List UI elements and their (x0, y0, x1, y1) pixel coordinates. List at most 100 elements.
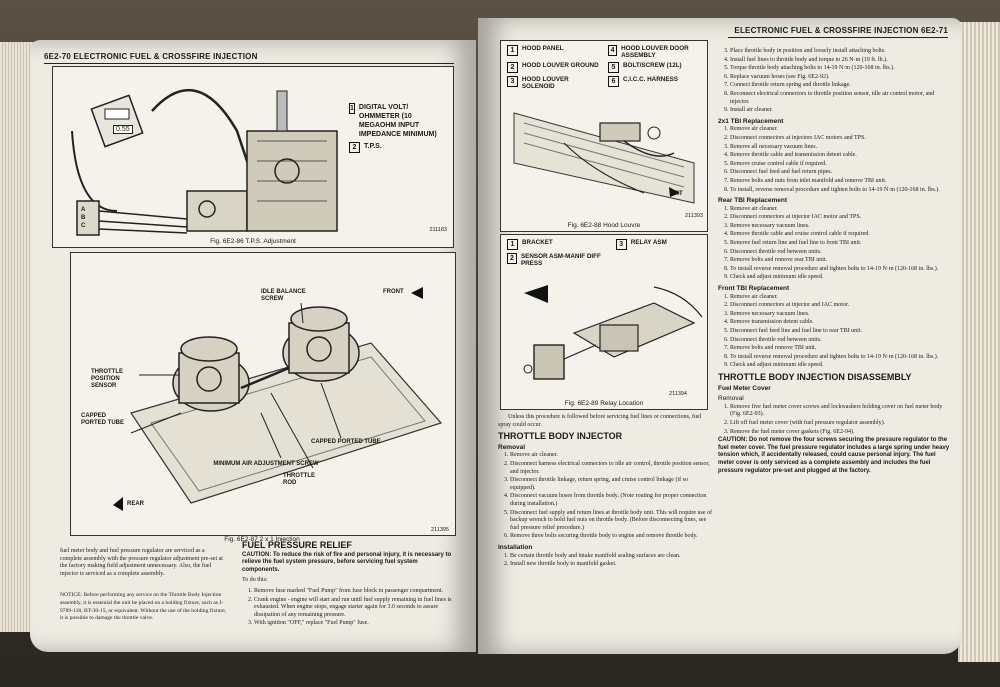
legend-label: HOOD LOUVER DOOR ASSEMBLY (621, 45, 689, 59)
left-page-header: 6E2-70 ELECTRONIC FUEL & CROSSFIRE INJEC… (44, 52, 454, 64)
relay-drawing (523, 285, 703, 380)
legend-label: RELAY ASM (630, 239, 667, 246)
caution-text: CAUTION: To reduce the risk of fire and … (242, 551, 452, 573)
legend-label: SENSOR ASM-MANIF DIFF PRESS (520, 253, 601, 267)
step-item: Be certain throttle body and intake mani… (510, 553, 714, 561)
legend-label: C.I.C.C. HARNESS (623, 76, 678, 83)
figure-number: 211393 (685, 213, 703, 219)
step-item: Remove air cleaner. (730, 206, 950, 214)
step-item: Remove air cleaner. (510, 452, 714, 460)
step-item: Lift off fuel meter cover (with fuel pre… (730, 420, 950, 428)
unless-paragraph: Unless this procedure is followed before… (498, 414, 702, 428)
step-item: Remove throttle cable and transmission d… (730, 152, 950, 160)
step-item: Remove fuel return line and fuel line to… (730, 240, 950, 248)
section-title: THROTTLE BODY INJECTION DISASSEMBLY (718, 371, 912, 382)
left-page: 6E2-70 ELECTRONIC FUEL & CROSSFIRE INJEC… (30, 40, 476, 652)
figure-caption: Fig. 6E2-87 2 x 1 Injection (224, 536, 300, 543)
legend-number: 1 (507, 239, 518, 250)
right-page: ELECTRONIC FUEL & CROSSFIRE INJECTION 6E… (478, 18, 962, 654)
step-item: Remove throttle cable and cruise control… (730, 231, 950, 239)
right-column-text: Place throttle body in position and loos… (718, 48, 950, 478)
step-item: Install air cleaner. (730, 107, 950, 115)
fuel-meter-paragraph: fuel meter body and fuel pressure regula… (60, 548, 223, 577)
step-item: Disconnect connectors at injectors IAC m… (730, 135, 950, 143)
rear-label: REAR (127, 501, 145, 507)
figure-number: 211394 (669, 391, 687, 397)
step-item: Remove three bolts securing throttle bod… (510, 533, 714, 541)
left-column-text: fuel meter body and fuel pressure regula… (60, 548, 228, 626)
capped-ported-tube-left-label: CAPPED PORTED TUBE (81, 413, 125, 426)
step-item: Disconnect harness electrical connectors… (510, 461, 714, 476)
legend-label: BOLT/SCREW (12L) (623, 62, 682, 69)
step-item: Remove air cleaner. (730, 294, 950, 302)
hood-louvre-drawing (513, 112, 695, 204)
throttle-position-sensor-label: THROTTLE POSITION SENSOR (91, 369, 123, 389)
legend-label: HOOD LOUVER SOLENOID (521, 76, 569, 90)
meter-reading: 0.55 (113, 125, 133, 134)
section-title: THROTTLE BODY INJECTOR (498, 431, 623, 442)
step-item: Reconnect electrical connectors to throt… (730, 91, 950, 106)
step-item: Replace vacuum hoses (see Fig. 6E2-92). (730, 74, 950, 82)
legend-number: 6 (608, 76, 619, 87)
callout-number: 1 (349, 103, 355, 114)
step-item: To install reverse removal procedure and… (730, 266, 950, 274)
connector-letter-b: B (81, 215, 86, 221)
step-item: Remove air cleaner. (730, 126, 950, 134)
step-item: Remove cruise control cable if required. (730, 161, 950, 169)
step-item: To install reverse removal procedure and… (730, 354, 950, 362)
step-item: Remove bolts and remove rear TBI unit. (730, 257, 950, 265)
frt-label: FRT (671, 191, 683, 197)
step-item: Disconnect vacuum hoses from throttle bo… (510, 493, 714, 508)
right-page-header: ELECTRONIC FUEL & CROSSFIRE INJECTION 6E… (728, 26, 948, 38)
notice-paragraph: NOTICE: Before performing any service on… (60, 592, 227, 622)
legend-number: 3 (615, 239, 627, 250)
step-item: Disconnect throttle rod between units. (730, 337, 950, 345)
step-item: Remove five fuel meter cover screws and … (730, 404, 950, 419)
section-title: FUEL PRESSURE RELIEF (242, 540, 352, 550)
legend-number: 1 (507, 45, 518, 56)
subsection-title: Removal (498, 443, 526, 451)
capped-ported-tube-right-label: CAPPED PORTED TUBE (311, 439, 381, 445)
legend-number: 5 (608, 62, 619, 73)
step-item: Disconnect fuel feed line and fuel line … (730, 328, 950, 336)
throttle-rod-label: THROTTLE ROD (283, 473, 315, 486)
step-item: Remove necessary vacuum lines. (730, 311, 950, 319)
idle-balance-screw-label: IDLE BALANCE SCREW (261, 289, 306, 302)
figure-caption: Fig. 6E2-86 T.P.S. Adjustment (210, 238, 296, 245)
step-item: Place throttle body in position and loos… (730, 48, 950, 56)
step-item: Disconnect throttle linkage, return spri… (510, 477, 714, 492)
step-item: Remove necessary vacuum lines. (730, 223, 950, 231)
legend-label: HOOD LOUVER GROUND (522, 62, 599, 69)
front-label: FRONT (383, 289, 404, 295)
injection-drawing (113, 287, 443, 511)
step-item: Install fuel lines to throttle body and … (730, 57, 950, 65)
step-item: Disconnect connectors at injector and IA… (730, 302, 950, 310)
intro-text: To do this: (242, 577, 268, 584)
legend-number: 4 (608, 45, 618, 56)
figure-caption: Fig. 6E2-88 Hood Louvre (567, 222, 641, 229)
figure-2x1-injection: FRONT IDLE BALANCE SCREW THROTTLE POSITI… (70, 252, 456, 536)
step-item: Check and adjust minimum idle speed. (730, 274, 950, 282)
subsection-title: 2x1 TBI Replacement (718, 117, 784, 125)
right-page-edges (958, 22, 1000, 662)
step-item: Torque throttle body attaching bolts to … (730, 65, 950, 73)
step-item: Remove transmission detent cable. (730, 319, 950, 327)
callout-number: 2 (349, 142, 360, 153)
subsection-title: Front TBI Replacement (718, 285, 790, 293)
step-item: Disconnect throttle rod between units. (730, 249, 950, 257)
subsection-title: Installation (498, 543, 533, 551)
step-item: Disconnect fuel supply and return lines … (510, 510, 714, 533)
subsection-title: Fuel Meter Cover (718, 384, 771, 392)
callout-label: T.P.S. (364, 143, 382, 150)
legend-number: 3 (507, 76, 518, 87)
tps-adjustment-drawing (71, 88, 338, 236)
legend-number: 2 (507, 253, 517, 264)
subsection-title: Removal (718, 395, 744, 403)
step-item: With ignition "OFF," replace "Fuel Pump"… (254, 620, 452, 628)
step-item: To install, reverse removal procedure an… (730, 187, 950, 195)
